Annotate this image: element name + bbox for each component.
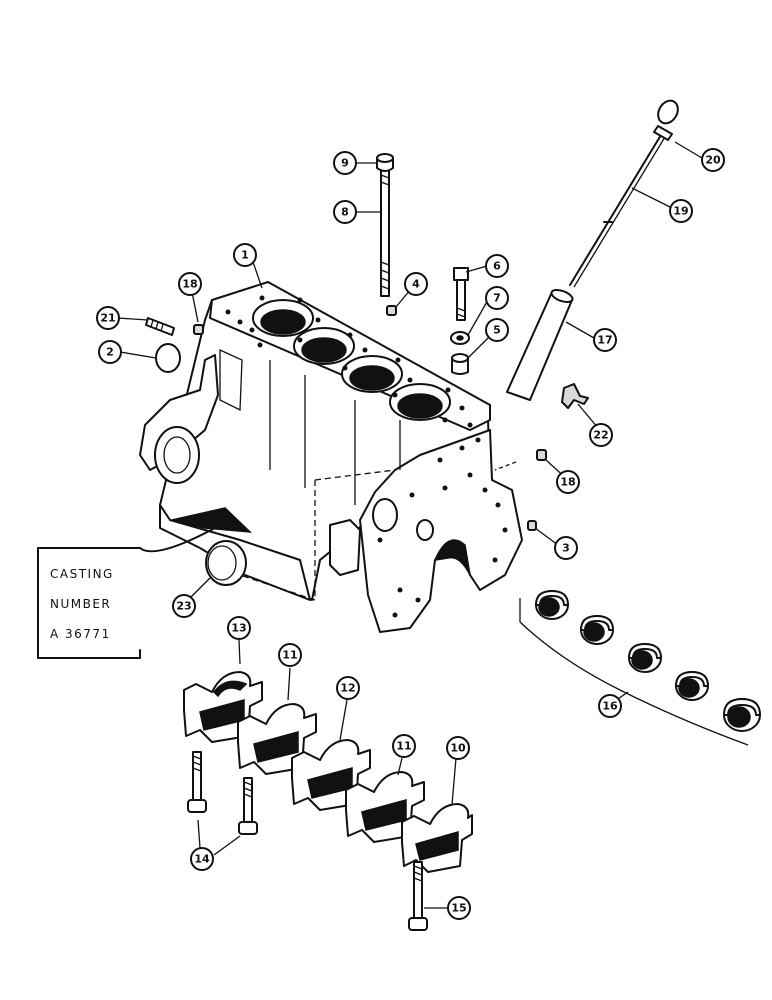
dipstick-tube-17: [506, 288, 574, 401]
callout-4-label: 4: [412, 278, 420, 291]
callout-13-label: 13: [231, 622, 246, 635]
callout-18b: 18: [556, 470, 580, 494]
callout-12: 12: [336, 676, 360, 700]
pipe-plug-18-right: [536, 449, 547, 461]
casting-label-line3: A 36771: [50, 627, 111, 641]
callout-20-label: 20: [705, 154, 721, 167]
casting-label-line2: NUMBER: [50, 597, 111, 611]
leader-lines: [117, 141, 703, 909]
stud-8: [380, 167, 390, 297]
callout-14: 14: [190, 847, 214, 871]
callout-2: 2: [98, 340, 122, 364]
callout-21-label: 21: [100, 312, 115, 325]
callout-5-label: 5: [493, 324, 501, 337]
callout-1-label: 1: [241, 249, 249, 262]
spacer-5: [451, 353, 469, 375]
callout-18a-label: 18: [182, 278, 197, 291]
drain-cock-22: [561, 383, 589, 409]
cap-bolt-15: [408, 861, 428, 931]
main-bearings-16: [519, 590, 761, 746]
callout-17: 17: [593, 328, 617, 352]
callout-7: 7: [485, 286, 509, 310]
callout-9: 9: [333, 151, 357, 175]
nut-4: [386, 305, 397, 316]
bearing-cap-10: [401, 803, 473, 873]
callout-12-label: 12: [340, 682, 355, 695]
callout-18b-label: 18: [560, 476, 575, 489]
stud-21: [145, 317, 175, 336]
callout-23-label: 23: [176, 600, 191, 613]
callout-22: 22: [589, 423, 613, 447]
pipe-plug-3: [527, 520, 537, 531]
callout-2-label: 2: [106, 346, 114, 359]
callout-20: 20: [701, 148, 725, 172]
callout-16: 16: [598, 694, 622, 718]
callout-11b: 11: [392, 734, 416, 758]
bolt-6: [453, 267, 469, 321]
callout-10: 10: [446, 736, 470, 760]
callout-3: 3: [554, 536, 578, 560]
callout-8: 8: [333, 200, 357, 224]
callout-9-label: 9: [341, 157, 349, 170]
callout-4: 4: [404, 272, 428, 296]
callout-10-label: 10: [450, 742, 466, 755]
callout-3-label: 3: [562, 542, 570, 555]
callout-11a: 11: [278, 643, 302, 667]
cap-nut-9: [376, 153, 394, 172]
callout-6-label: 6: [493, 260, 501, 273]
cap-bolt-14a: [187, 751, 207, 813]
callout-5: 5: [485, 318, 509, 342]
casting-number-box: CASTING NUMBER A 36771: [37, 527, 216, 659]
callout-6: 6: [485, 254, 509, 278]
plug-2: [155, 343, 181, 373]
callout-19: 19: [669, 199, 693, 223]
callout-8-label: 8: [341, 206, 349, 219]
callout-21: 21: [96, 306, 120, 330]
expansion-plug-23: [205, 540, 247, 586]
callout-16-label: 16: [602, 700, 618, 713]
callout-1: 1: [233, 243, 257, 267]
callout-14-label: 14: [194, 853, 210, 866]
callout-11a-label: 11: [282, 649, 297, 662]
dipstick-handle-20: [653, 99, 679, 141]
pipe-plug-18-left: [193, 324, 204, 335]
callout-13: 13: [227, 616, 251, 640]
cap-bolt-14b: [238, 777, 258, 835]
casting-label-line1: CASTING: [50, 567, 114, 581]
callout-19-label: 19: [673, 205, 688, 218]
washer-7: [450, 331, 470, 345]
dipstick-19: [569, 129, 669, 288]
callout-23: 23: [172, 594, 196, 618]
callout-7-label: 7: [493, 292, 501, 305]
callout-15: 15: [447, 896, 471, 920]
callout-18a: 18: [178, 272, 202, 296]
callout-22-label: 22: [593, 429, 608, 442]
callout-15-label: 15: [451, 902, 466, 915]
callout-17-label: 17: [597, 334, 612, 347]
callout-11b-label: 11: [396, 740, 411, 753]
